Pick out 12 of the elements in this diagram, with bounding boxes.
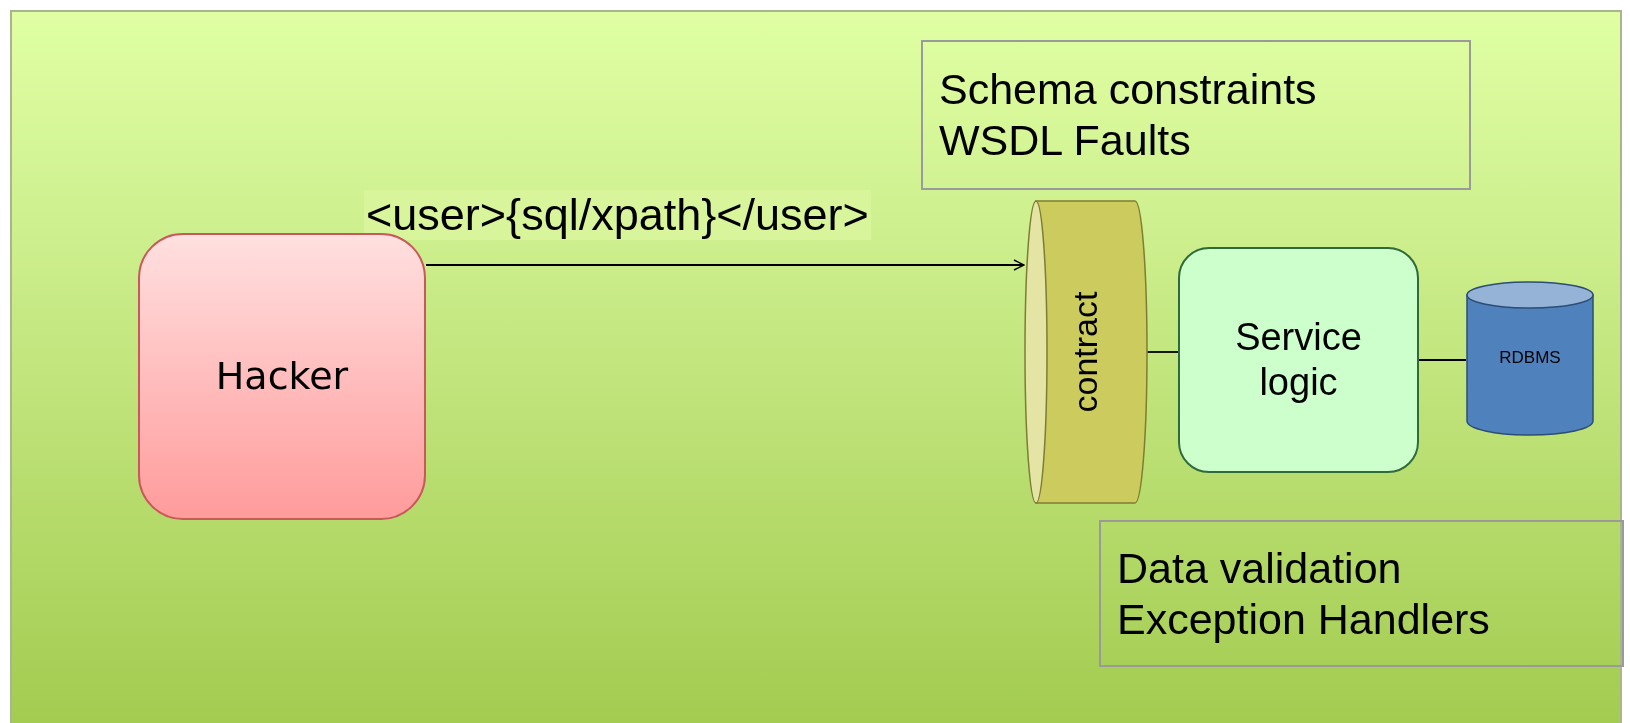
node-label: WSDL Faults — [939, 115, 1191, 166]
node-label: Hacker — [215, 354, 349, 399]
node-label: Schema constraints — [939, 64, 1317, 115]
connector-line — [1146, 351, 1179, 353]
node-label: RDBMS — [1499, 347, 1561, 368]
node-label: contract — [1065, 291, 1106, 413]
node-label: Service logic — [1234, 315, 1363, 405]
node-label: Exception Handlers — [1117, 593, 1490, 645]
connector-line — [1418, 359, 1467, 361]
edge-label: <user>{sql/xpath}</user> — [364, 190, 871, 240]
node-label: Data validation — [1117, 542, 1402, 594]
arrow — [425, 259, 1025, 271]
